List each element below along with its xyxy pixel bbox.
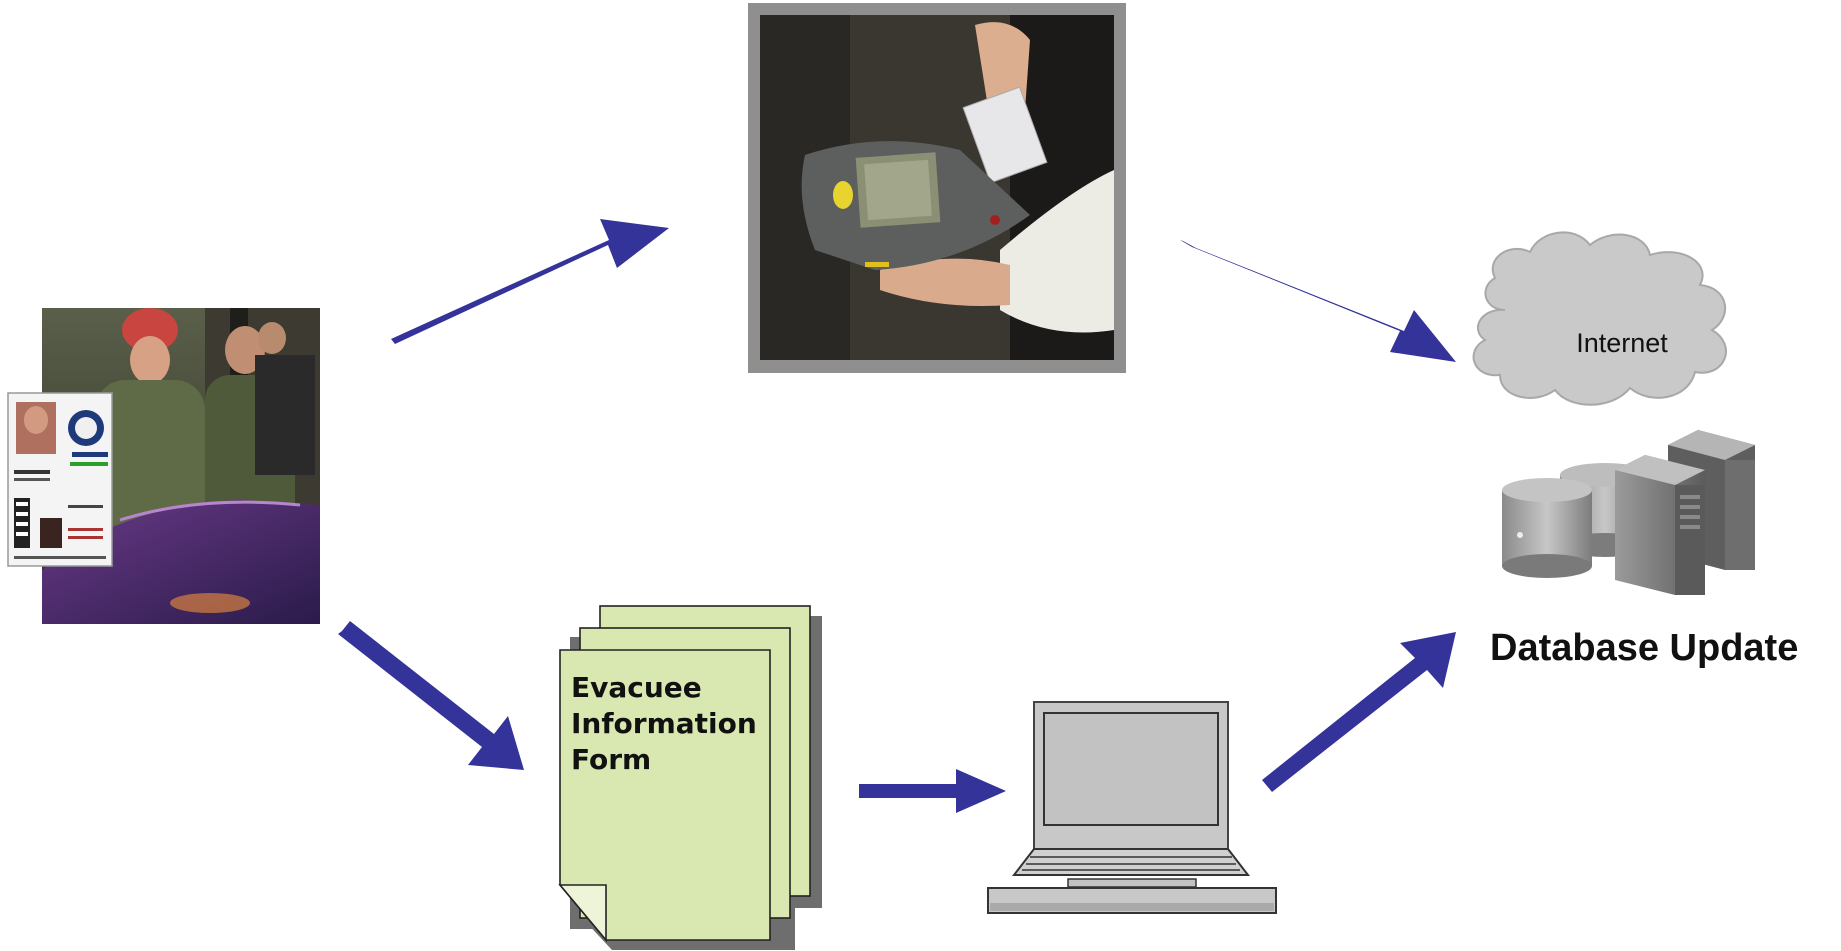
- internet-label: Internet: [1576, 328, 1668, 358]
- soldiers-id-card-photo: [7, 308, 320, 624]
- arrow-form-to-laptop: [859, 769, 1006, 813]
- laptop-icon: [987, 701, 1277, 914]
- arrow-laptop-to-database: [1262, 632, 1456, 792]
- internet-cloud: Internet: [1472, 231, 1727, 406]
- arrows: [338, 219, 1456, 813]
- database-servers-icon: [1502, 430, 1755, 595]
- arrow-photo-to-form: [338, 621, 524, 770]
- arrow-photo-to-scanner: [391, 219, 669, 344]
- database-update-label: Database Update: [1490, 627, 1798, 669]
- svg-text:Evacuee Information: Evacuee Information Form: [571, 671, 767, 776]
- form-title-line-3: Form: [571, 743, 651, 776]
- form-title-line-1: Evacuee: [571, 671, 702, 704]
- handheld-scanner-photo: [748, 3, 1126, 373]
- arrow-scanner-to-internet: [1180, 240, 1456, 362]
- evacuee-information-form-icon: Evacuee Information Form: [558, 605, 822, 950]
- form-title-line-2: Information: [571, 707, 757, 740]
